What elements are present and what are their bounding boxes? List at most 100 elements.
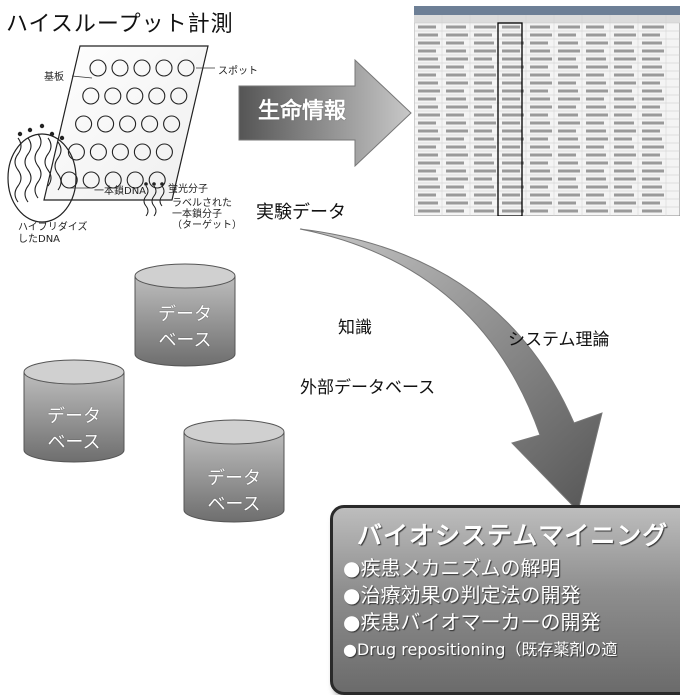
array-spot bbox=[126, 171, 144, 189]
substrate-label: 基板 bbox=[44, 72, 64, 83]
sheet-cell-text bbox=[502, 169, 520, 173]
sheet-cell-text bbox=[614, 145, 634, 149]
sheet-cell-text bbox=[530, 169, 550, 173]
sheet-cell-text bbox=[474, 185, 494, 189]
database-label-2: データ ベース bbox=[47, 406, 101, 453]
sheet-cell-text bbox=[530, 41, 548, 45]
array-spot bbox=[89, 59, 107, 77]
sheet-cell-text bbox=[474, 33, 492, 37]
sheet-cell-text bbox=[474, 65, 494, 69]
sheet-cell-text bbox=[502, 33, 522, 37]
sheet-cell-text bbox=[642, 193, 664, 197]
hybridized-dna-label: ハイブリダイズ したDNA bbox=[18, 222, 88, 245]
sheet-cell-text bbox=[530, 65, 548, 69]
sheet-cell-text bbox=[446, 41, 464, 45]
sheet-cell-text bbox=[418, 137, 440, 141]
sheet-cell-text bbox=[642, 145, 664, 149]
sheet-cell-text bbox=[502, 145, 520, 149]
sheet-cell-text bbox=[586, 89, 608, 93]
sheet-cell-text bbox=[474, 89, 494, 93]
array-spot bbox=[126, 87, 144, 105]
sheet-cell-text bbox=[418, 105, 438, 109]
sheet-cell-text bbox=[446, 145, 466, 149]
sheet-cell-text bbox=[614, 177, 636, 181]
array-spot bbox=[133, 143, 151, 161]
sheet-cell-text bbox=[586, 193, 604, 197]
sheet-cell-text bbox=[502, 81, 522, 85]
panel-title: バイオシステムマイニング bbox=[357, 521, 669, 550]
sheet-cell-text bbox=[446, 209, 464, 213]
sheet-cell-text bbox=[558, 193, 580, 197]
single-strand-dna-label: 一本鎖DNA bbox=[94, 186, 147, 197]
database-cylinder-2 bbox=[23, 359, 125, 463]
array-spot bbox=[170, 87, 188, 105]
array-spot bbox=[104, 171, 122, 189]
sheet-cell-text bbox=[642, 89, 662, 93]
sheet-cell-text bbox=[614, 65, 632, 69]
sheet-cell-text bbox=[418, 97, 436, 101]
sheet-cell-text bbox=[418, 89, 440, 93]
sheet-cell-text bbox=[418, 49, 436, 53]
sheet-cell-text bbox=[586, 97, 604, 101]
array-spot bbox=[75, 115, 93, 133]
sheet-cell-text bbox=[558, 65, 578, 69]
sheet-cell-text bbox=[530, 209, 548, 213]
sheet-cell-text bbox=[558, 201, 576, 205]
sheet-cell-text bbox=[530, 81, 552, 85]
sheet-cell-text bbox=[418, 177, 438, 181]
sheet-cell-text bbox=[614, 201, 636, 205]
sheet-cell-text bbox=[446, 161, 464, 165]
sheet-cell-text bbox=[558, 137, 578, 141]
microarray-illustration bbox=[7, 45, 215, 223]
sheet-cell-text bbox=[642, 121, 664, 125]
array-spot bbox=[141, 115, 159, 133]
sheet-cell-text bbox=[446, 169, 466, 173]
sheet-cell-text bbox=[474, 161, 494, 165]
sheet-cell-text bbox=[446, 81, 468, 85]
sheet-cell-text bbox=[558, 73, 580, 77]
sheet-cell-text bbox=[614, 209, 632, 213]
sheet-cell-text bbox=[502, 193, 520, 197]
sheet-cell-text bbox=[642, 185, 662, 189]
sheet-cell-text bbox=[558, 89, 578, 93]
sheet-cell-text bbox=[446, 65, 464, 69]
sheet-cell-text bbox=[586, 169, 604, 173]
sheet-cell-text bbox=[530, 137, 548, 141]
sheet-cell-text bbox=[418, 33, 438, 37]
sheet-cell-text bbox=[530, 161, 548, 165]
sheet-cell-text bbox=[418, 169, 436, 173]
sheet-cell-text bbox=[502, 73, 520, 77]
sheet-cell-text bbox=[642, 113, 662, 117]
panel-item-3: ●疾患バイオマーカーの開発 bbox=[343, 610, 601, 634]
sheet-cell-text bbox=[642, 209, 662, 213]
sheet-cell-text bbox=[530, 185, 548, 189]
panel-item-2: ●治療効果の判定法の開発 bbox=[343, 583, 581, 607]
sheet-cell-text bbox=[446, 193, 466, 197]
sheet-cell-text bbox=[446, 113, 464, 117]
sheet-cell-text bbox=[474, 145, 496, 149]
sheet-cell-text bbox=[642, 177, 660, 181]
sheet-cell-text bbox=[558, 105, 576, 109]
sheet-cell-text bbox=[530, 145, 550, 149]
sheet-cell-text bbox=[642, 97, 664, 101]
array-spot bbox=[148, 87, 166, 105]
sheet-cell-text bbox=[614, 41, 632, 45]
sheet-cell-text bbox=[614, 57, 636, 61]
panel-item-1: ●疾患メカニズムの解明 bbox=[343, 556, 561, 580]
sheet-cell-text bbox=[502, 185, 524, 189]
sheet-cell-text bbox=[642, 65, 662, 69]
panel-item-4: ●Drug repositioning（既存薬剤の適 bbox=[343, 640, 618, 659]
sheet-cell-text bbox=[446, 177, 468, 181]
sheet-cell-text bbox=[418, 25, 436, 29]
sheet-cell-text bbox=[614, 97, 634, 101]
sheet-cell-text bbox=[642, 81, 660, 85]
array-spot bbox=[119, 115, 137, 133]
sheet-cell-text bbox=[418, 65, 440, 69]
sheet-cell-text bbox=[586, 73, 604, 77]
sheet-cell-text bbox=[446, 153, 468, 157]
database-label-1: データ ベース bbox=[158, 304, 212, 351]
sheet-cell-text bbox=[530, 121, 550, 125]
sheet-cell-text bbox=[586, 33, 606, 37]
sheet-cell-text bbox=[530, 193, 550, 197]
sheet-cell-text bbox=[614, 153, 636, 157]
